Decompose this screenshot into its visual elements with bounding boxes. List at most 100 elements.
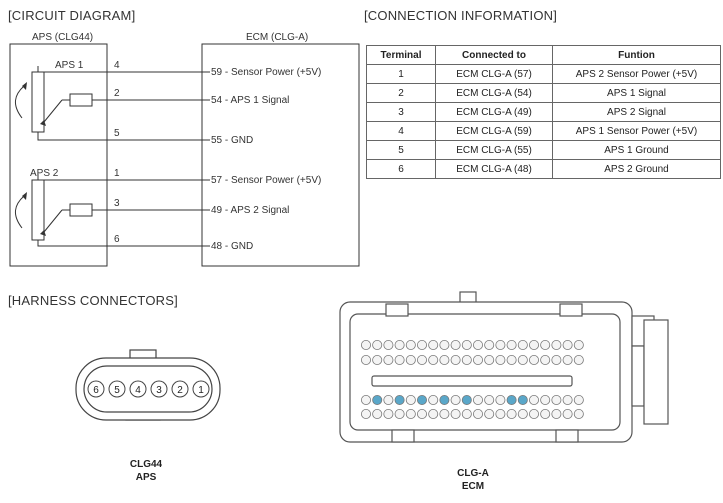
ecm-pin [551, 339, 562, 350]
ecm-pin [506, 339, 517, 350]
aps-pin [108, 380, 126, 398]
ecm-connector-caption: ECM [462, 481, 484, 492]
aps-pin-label: 2 [114, 88, 120, 99]
table-cell: 4 [366, 121, 436, 141]
ecm-pin [461, 339, 472, 350]
circuit-diagram-title: [CIRCUIT DIAGRAM] [8, 8, 136, 23]
ecm-pin [394, 354, 405, 365]
ecm-pin [472, 408, 483, 419]
ecm-pin [484, 339, 495, 350]
aps-pin-label: 4 [114, 60, 120, 71]
ecm-pin [450, 408, 461, 419]
aps-connector-caption: CLG44 [130, 459, 163, 470]
column-header: Connected to [435, 45, 553, 65]
ecm-pin [450, 394, 461, 405]
aps-pin [192, 380, 210, 398]
aps-pin-number: 2 [177, 385, 183, 396]
connection-table: Terminal Connected to Funtion 1 ECM CLG-… [366, 45, 721, 179]
table-cell: 3 [366, 102, 436, 122]
ecm-pin-highlighted [394, 394, 405, 405]
table-cell: APS 2 Sensor Power (+5V) [552, 64, 721, 84]
ecm-pin-label: 55 - GND [211, 135, 253, 146]
ecm-pin [529, 408, 540, 419]
table-cell: ECM CLG-A (59) [435, 121, 553, 141]
aps-pin-number: 4 [135, 385, 141, 396]
ecm-pin [517, 339, 528, 350]
ecm-pin [439, 339, 450, 350]
aps-pin-number: 1 [198, 385, 204, 396]
ecm-pin [517, 408, 528, 419]
aps2-wiper [40, 230, 46, 236]
aps-pin [129, 380, 147, 398]
ecm-pin [416, 339, 427, 350]
ecm-pin [484, 394, 495, 405]
aps1-resistor [69, 93, 93, 107]
ecm-pin [540, 354, 551, 365]
aps-box [9, 43, 108, 267]
harness-connectors-title: [HARNESS CONNECTORS] [8, 293, 178, 308]
ecm-pin [529, 339, 540, 350]
table-header-row: Terminal Connected to Funtion [366, 45, 721, 65]
ecm-pin-highlighted [461, 394, 472, 405]
ecm-pin [383, 394, 394, 405]
table-cell: 6 [366, 159, 436, 179]
ecm-pin-label: 54 - APS 1 Signal [211, 95, 289, 106]
ecm-box [201, 43, 360, 267]
aps-pin [171, 380, 189, 398]
ecm-pin [405, 354, 416, 365]
ecm-pin-highlighted [372, 394, 383, 405]
aps-pin-label: 5 [114, 128, 120, 139]
ecm-pin [472, 394, 483, 405]
ecm-pin-highlighted [439, 394, 450, 405]
ecm-pin [416, 408, 427, 419]
aps-header: APS (CLG44) [32, 32, 93, 43]
table-cell: APS 1 Signal [552, 83, 721, 103]
column-header: Terminal [366, 45, 436, 65]
ecm-pin [394, 408, 405, 419]
aps1-arrowhead [22, 82, 27, 90]
ecm-pin [428, 354, 439, 365]
table-cell: ECM CLG-A (55) [435, 140, 553, 160]
aps2-arrow [15, 195, 25, 229]
ecm-pin [540, 408, 551, 419]
sensor-aps2-label: APS 2 [30, 168, 59, 179]
ecm-pin [428, 339, 439, 350]
ecm-connector [339, 291, 669, 443]
ecm-pin-circles [360, 339, 584, 419]
table-row: 6 ECM CLG-A (48) APS 2 Ground [366, 159, 721, 179]
aps-pin-label: 6 [114, 234, 120, 245]
table-cell: ECM CLG-A (57) [435, 64, 553, 84]
ecm-pin [405, 339, 416, 350]
table-row: 5 ECM CLG-A (55) APS 1 Ground [366, 140, 721, 160]
aps-pin-label: 3 [114, 198, 120, 209]
ecm-pin [495, 394, 506, 405]
table-row: 1 ECM CLG-A (57) APS 2 Sensor Power (+5V… [366, 64, 721, 84]
ecm-pin [461, 354, 472, 365]
ecm-pin [495, 408, 506, 419]
ecm-pin [450, 339, 461, 350]
aps-pin-number: 3 [156, 385, 162, 396]
ecm-pin [450, 354, 461, 365]
sensor-aps1-label: APS 1 [55, 60, 84, 71]
table-row: 3 ECM CLG-A (49) APS 2 Signal [366, 102, 721, 122]
ecm-pin [405, 394, 416, 405]
ecm-pin-label: 57 - Sensor Power (+5V) [211, 175, 321, 186]
aps2-potentiometer [31, 179, 45, 241]
ecm-pin [405, 408, 416, 419]
ecm-pin [573, 408, 584, 419]
ecm-pin [529, 354, 540, 365]
ecm-pin [573, 339, 584, 350]
ecm-pin [529, 394, 540, 405]
aps1-arrow [15, 85, 25, 119]
ecm-pin [540, 394, 551, 405]
ecm-pin [495, 354, 506, 365]
ecm-pin [562, 394, 573, 405]
ecm-pin [372, 339, 383, 350]
aps-pin-number: 6 [93, 385, 99, 396]
ecm-pin [573, 354, 584, 365]
ecm-pin [517, 354, 528, 365]
aps2-arrowhead [22, 192, 27, 200]
ecm-pin-label: 59 - Sensor Power (+5V) [211, 67, 321, 78]
